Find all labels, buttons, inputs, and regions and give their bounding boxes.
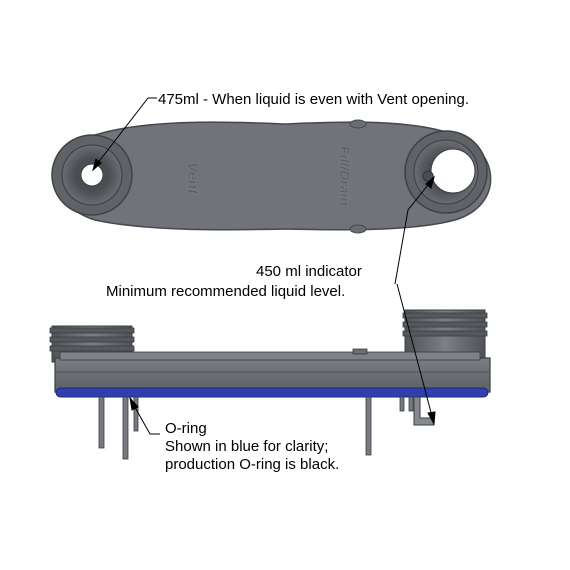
pins bbox=[98, 396, 414, 460]
side-view bbox=[49, 309, 491, 460]
top-view-bump-bottom bbox=[349, 224, 367, 234]
vent-opening bbox=[80, 163, 104, 187]
oring-annotation-line3: production O-ring is black. bbox=[165, 456, 340, 473]
oring-annotation-line2: Shown in blue for clarity; bbox=[165, 438, 329, 455]
o-ring bbox=[55, 387, 489, 398]
top-view-bump-top bbox=[349, 119, 367, 129]
oring-leader-arrow bbox=[129, 396, 139, 411]
indicator-nub bbox=[422, 170, 434, 182]
vent-leader-arrow bbox=[92, 158, 102, 172]
vent-level-annotation: 475ml - When liquid is even with Vent op… bbox=[158, 91, 470, 108]
indicator-leader-bottom-arrow bbox=[427, 411, 436, 426]
oring-annotation-line1: O-ring bbox=[165, 420, 207, 437]
embossed-fill-drain-text: Fill/Drain bbox=[337, 146, 353, 206]
fill-opening bbox=[430, 148, 476, 194]
vent-leader-line bbox=[96, 97, 157, 165]
indicator-leader-top bbox=[394, 179, 433, 285]
top-view: Vent Fill/Drain bbox=[51, 119, 492, 234]
indicator-annotation-line1: 450 ml indicator bbox=[256, 263, 362, 280]
indicator-leader-top-arrow bbox=[425, 175, 435, 189]
top-view-body bbox=[56, 121, 492, 231]
leader-lines bbox=[92, 97, 436, 435]
side-view-step bbox=[59, 351, 481, 361]
indicator-leader-bottom bbox=[396, 283, 434, 421]
embossed-vent-text: Vent bbox=[184, 162, 201, 195]
indicator-annotation-line2: Minimum recommended liquid level. bbox=[106, 283, 346, 300]
side-view-nub bbox=[352, 348, 368, 355]
oring-leader-line bbox=[131, 401, 160, 435]
